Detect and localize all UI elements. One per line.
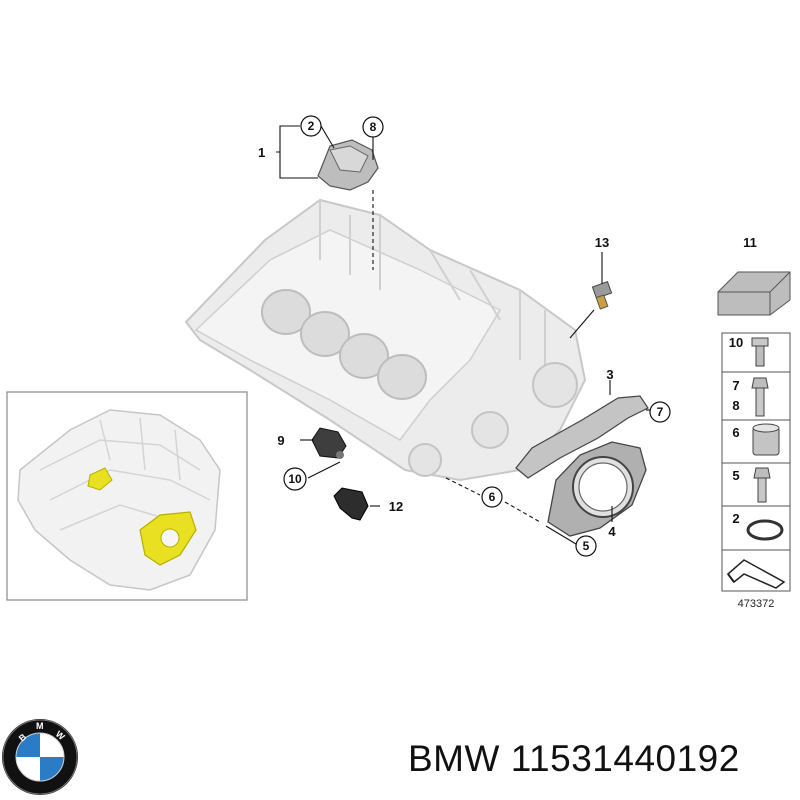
- highlight-part-upper: [87, 467, 113, 491]
- callout-5: 5: [575, 535, 597, 557]
- svg-text:8: 8: [370, 120, 377, 134]
- svg-text:9: 9: [277, 433, 284, 448]
- cylinder-bores: [261, 289, 427, 400]
- svg-text:12: 12: [389, 499, 403, 514]
- gasket-3: [515, 395, 649, 479]
- legend-item-2: 2: [732, 511, 784, 541]
- callout-6: 6: [481, 486, 503, 508]
- legend-item-5: 5: [732, 467, 771, 503]
- legend-item-10: 10: [729, 335, 769, 367]
- svg-text:2: 2: [308, 119, 315, 133]
- svg-text:6: 6: [732, 425, 739, 440]
- svg-text:5: 5: [732, 468, 739, 483]
- svg-text:11: 11: [743, 235, 757, 250]
- svg-text:10: 10: [729, 335, 743, 350]
- highlight-part-lower: [139, 511, 197, 566]
- svg-text:B: B: [17, 731, 29, 743]
- sensor-13: [591, 280, 613, 310]
- gasket-symbol-icon: [726, 559, 786, 589]
- svg-text:3: 3: [606, 367, 613, 382]
- part-number: 11531440192: [510, 738, 740, 779]
- svg-text:5: 5: [583, 539, 590, 553]
- svg-text:7: 7: [657, 405, 664, 419]
- svg-text:13: 13: [595, 235, 609, 250]
- rear-seal-carrier: [547, 441, 647, 537]
- knock-sensor: [311, 427, 347, 459]
- svg-text:4: 4: [608, 524, 616, 539]
- bmw-logo-icon: B M W: [2, 719, 78, 795]
- svg-text:1: 1: [258, 145, 265, 160]
- callout-1: 1: [258, 145, 265, 160]
- svg-text:2: 2: [732, 511, 739, 526]
- callout-10: 10: [283, 467, 307, 491]
- legend-item-11: 11: [717, 235, 791, 316]
- callout-13: 13: [595, 235, 609, 250]
- callout-8: 8: [362, 116, 384, 138]
- callout-4: 4: [608, 524, 616, 539]
- callout-12: 12: [389, 499, 403, 514]
- legend-column: 11 10 7 8 6: [717, 235, 791, 610]
- svg-text:6: 6: [489, 490, 496, 504]
- svg-text:10: 10: [288, 472, 302, 486]
- legend-item-7-8: 7 8: [732, 377, 769, 417]
- svg-text:8: 8: [732, 398, 739, 413]
- part-title: BMW 11531440192: [408, 738, 740, 780]
- callout-2: 2: [300, 115, 322, 137]
- svg-text:M: M: [36, 721, 44, 731]
- engine-mount-bracket: [317, 139, 379, 191]
- reference-number: 473372: [738, 598, 775, 610]
- location-inset: [6, 391, 248, 601]
- brand-name: BMW: [408, 738, 500, 779]
- callout-7: 7: [649, 401, 671, 423]
- callout-9: 9: [277, 433, 284, 448]
- leader-lines: [276, 125, 650, 545]
- sensor-12: [333, 487, 369, 521]
- callout-3: 3: [606, 367, 613, 382]
- engine-block-illustration: [184, 198, 587, 482]
- legend-item-6: 6: [732, 423, 780, 456]
- svg-text:7: 7: [732, 378, 739, 393]
